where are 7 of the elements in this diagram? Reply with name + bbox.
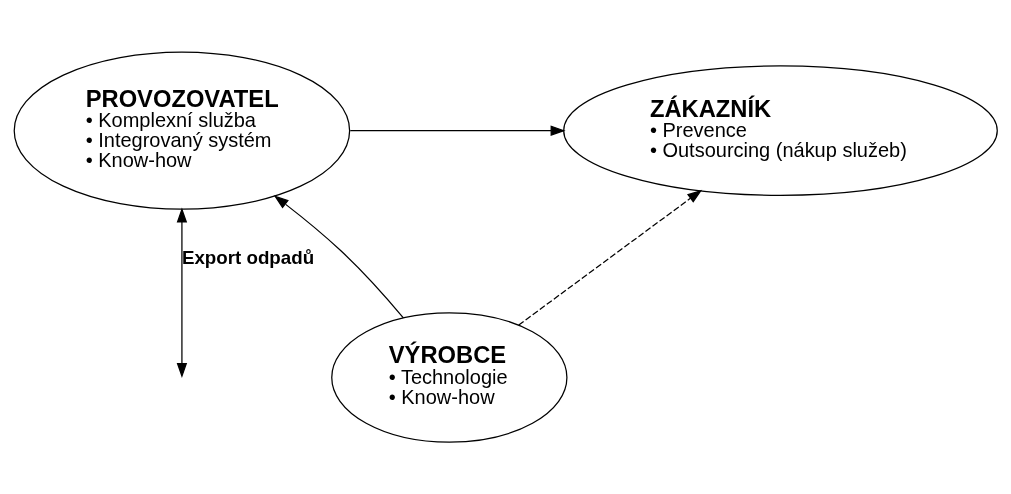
node-ellipse: VÝROBCE • Technologie • Know-how xyxy=(331,312,568,443)
node-ellipse: ZÁKAZNÍK • Prevence • Outsourcing (nákup služeb) xyxy=(563,65,998,196)
arrow xyxy=(273,195,404,319)
arrow xyxy=(176,207,188,378)
edge-label: Export odpadů xyxy=(181,247,315,269)
arrow xyxy=(349,125,566,136)
arrow xyxy=(518,189,703,326)
